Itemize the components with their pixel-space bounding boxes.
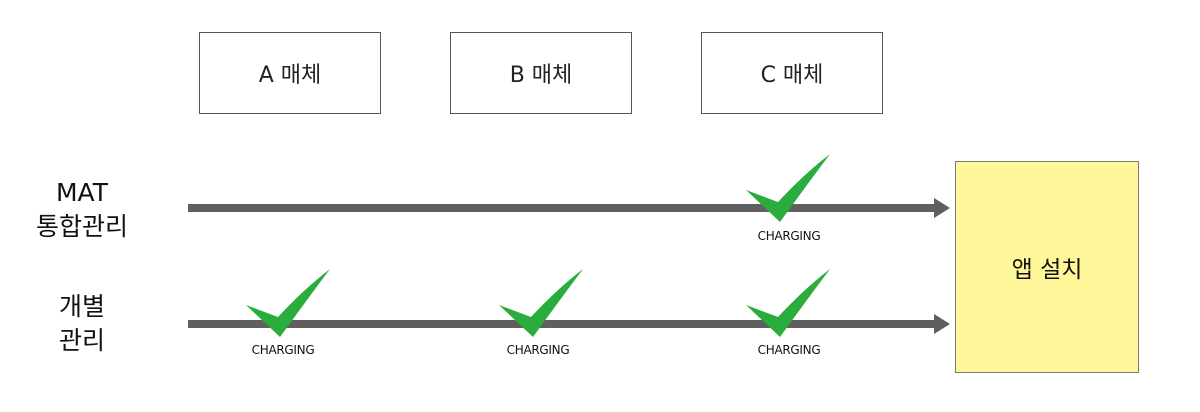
media-box-a: A 매체 — [199, 32, 381, 114]
row-label-individual: 개별 관리 — [20, 290, 144, 358]
app-install-label: 앱 설치 — [1011, 257, 1083, 283]
app-install-box: 앱 설치 — [955, 161, 1139, 373]
charging-label: CHARGING — [506, 343, 570, 357]
charging-label: CHARGING — [757, 229, 821, 243]
row-label-mat: MAT 통합관리 — [20, 176, 144, 244]
charging-label: CHARGING — [251, 343, 315, 357]
arrow-right-icon — [188, 312, 950, 336]
arrow-head — [934, 198, 950, 218]
check-icon — [246, 269, 330, 337]
check-icon — [746, 269, 830, 337]
media-box-c: C 매체 — [701, 32, 883, 114]
arrow-shaft — [188, 320, 934, 328]
charging-label: CHARGING — [757, 343, 821, 357]
row-label-individual-line2: 관리 — [58, 326, 105, 355]
row-label-mat-line2: 통합관리 — [35, 212, 128, 241]
arrow-head — [934, 314, 950, 334]
arrow-shaft — [188, 204, 934, 212]
media-box-c-label: C 매체 — [760, 63, 824, 88]
media-box-b: B 매체 — [450, 32, 632, 114]
media-box-b-label: B 매체 — [509, 63, 573, 88]
media-box-a-label: A 매체 — [258, 63, 322, 88]
arrow-right-icon — [188, 196, 950, 220]
row-label-individual-line1: 개별 — [58, 292, 105, 321]
check-icon — [746, 154, 830, 222]
row-label-mat-line1: MAT — [55, 178, 108, 207]
check-icon — [499, 269, 583, 337]
